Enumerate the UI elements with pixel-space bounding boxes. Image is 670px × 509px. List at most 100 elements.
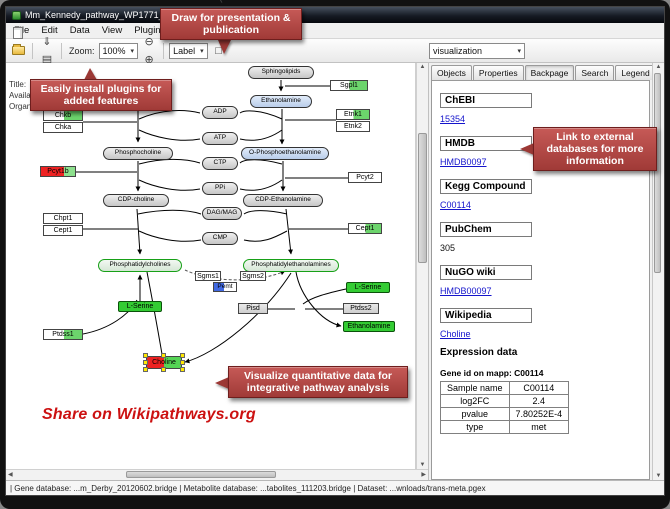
db-header-nugo-wiki: NuGO wiki — [440, 265, 532, 280]
scroll-left-icon[interactable]: ◀ — [8, 472, 13, 478]
node-sgms2[interactable]: Sgms2 — [240, 271, 266, 281]
copy-icon[interactable]: ▤ — [41, 54, 53, 66]
selection-handle[interactable] — [143, 359, 148, 365]
node-sphingolipids[interactable]: Sphingolipids — [248, 66, 314, 79]
label-dropdown[interactable]: Label▾ — [169, 42, 208, 59]
node-ptdss1[interactable]: Ptdss1 — [43, 329, 83, 340]
zoom-out-icon[interactable]: ⊖ — [144, 36, 154, 48]
open-file-icon[interactable] — [9, 42, 27, 60]
open-file-icon — [11, 44, 25, 55]
new-file-icon — [13, 26, 23, 39]
line-tool-icon[interactable]: ╲ — [210, 0, 228, 6]
node-cmp[interactable]: CMP — [202, 232, 238, 245]
node-l-serine[interactable]: L-Serine — [118, 301, 162, 312]
callout-draw: Draw for presentation & publication — [160, 8, 302, 40]
visualization-combobox[interactable]: visualization▾ — [429, 42, 525, 59]
pathway-edges — [76, 80, 348, 364]
menu-plugins[interactable]: Plugins — [134, 25, 166, 36]
selection-handle[interactable] — [180, 353, 185, 358]
selection-handle[interactable] — [180, 367, 185, 372]
node-o-phosphoethanolamine[interactable]: O-Phosphoethanolamine — [241, 147, 329, 160]
node-cdp-ethanolamine[interactable]: CDP-Ethanolamine — [243, 194, 323, 207]
menu-view[interactable]: View — [101, 25, 123, 36]
expr-cell: Sample name — [440, 381, 510, 395]
expr-cell: log2FC — [440, 394, 510, 408]
node-cept1[interactable]: Cept1 — [348, 223, 382, 234]
node-ctp[interactable]: CTP — [202, 157, 238, 170]
node-choline[interactable]: Choline — [143, 353, 185, 372]
node-l-serine[interactable]: L-Serine — [346, 282, 390, 293]
chevron-down-icon: ▾ — [517, 47, 521, 55]
node-ppi[interactable]: PPi — [202, 182, 238, 195]
node-pcyt2[interactable]: Pcyt2 — [348, 172, 382, 183]
menu-data[interactable]: Data — [69, 25, 90, 36]
node-dag-mag[interactable]: DAG/MAG — [202, 207, 242, 220]
db-value-chebi[interactable]: 15354 — [440, 114, 466, 124]
canvas-horizontal-scrollbar[interactable]: ◀ ▶ — [6, 469, 428, 480]
db-value-hmdb[interactable]: HMDB0097 — [440, 157, 487, 167]
zoom-in-icon[interactable]: ⊕ — [144, 54, 154, 66]
node-chka[interactable]: Chka — [43, 122, 83, 133]
zoom-combobox[interactable]: 100%▾ — [98, 42, 139, 59]
node-phosphatidylcholines[interactable]: Phosphatidylcholines — [98, 259, 182, 272]
selection-handle[interactable] — [143, 353, 148, 358]
node-cept1[interactable]: Cept1 — [43, 225, 83, 236]
node-pcyt1b[interactable]: Pcyt1b — [40, 166, 76, 177]
callout-link: Link to external databases for more info… — [533, 127, 657, 171]
node-sgms1[interactable]: Sgms1 — [195, 271, 221, 281]
db-header-kegg-compound: Kegg Compound — [440, 179, 532, 194]
node-etnk2[interactable]: Etnk2 — [336, 121, 370, 132]
menu-bar: FileEditDataViewPluginsHelp — [6, 23, 664, 39]
tab-objects[interactable]: Objects — [431, 65, 472, 80]
scroll-down-icon[interactable]: ▼ — [655, 473, 662, 479]
tab-backpage[interactable]: Backpage — [524, 65, 575, 80]
scroll-up-icon[interactable]: ▲ — [419, 64, 426, 70]
node-etnk1[interactable]: Etnk1 — [336, 109, 370, 120]
tab-search[interactable]: Search — [575, 65, 615, 80]
node-chkb[interactable]: Chkb — [43, 110, 83, 121]
sidebar-scrollbar[interactable]: ▲ ▼ — [652, 63, 664, 480]
title-bar[interactable]: Mm_Kennedy_pathway_WP1771_45176.gpml — [6, 7, 664, 23]
node-phosphatidylethanolamines[interactable]: Phosphatidylethanolamines — [243, 259, 339, 272]
node-ptdss2[interactable]: Ptdss2 — [343, 303, 379, 314]
export-icon[interactable]: ⇓ — [42, 36, 52, 48]
scroll-up-icon[interactable]: ▲ — [655, 64, 662, 70]
selection-handle[interactable] — [143, 367, 148, 372]
selection-handle[interactable] — [161, 367, 166, 372]
db-header-pubchem: PubChem — [440, 222, 532, 237]
db-value-kegg-compound[interactable]: C00114 — [440, 200, 471, 210]
node-atp[interactable]: ATP — [202, 132, 238, 145]
callout-link-pointer — [520, 143, 534, 155]
db-value-wikipedia[interactable]: Choline — [440, 329, 471, 339]
expression-data-title: Expression data — [440, 347, 518, 358]
scroll-right-icon[interactable]: ▶ — [421, 472, 426, 478]
db-value-nugo-wiki[interactable]: HMDB00097 — [440, 286, 492, 296]
tab-properties[interactable]: Properties — [472, 65, 524, 80]
tab-legend[interactable]: Legend — [615, 65, 656, 80]
node-sgpl1[interactable]: Sgpl1 — [330, 80, 368, 91]
chevron-down-icon: ▾ — [200, 47, 204, 55]
node-pemt[interactable]: Pemt — [213, 282, 237, 292]
selection-handle[interactable] — [180, 359, 185, 365]
scroll-down-icon[interactable]: ▼ — [419, 462, 426, 468]
status-text: | Gene database: ...m_Derby_20120602.bri… — [10, 483, 486, 493]
node-pisd[interactable]: Pisd — [238, 303, 268, 314]
selection-handle[interactable] — [161, 353, 166, 358]
node-phosphocholine[interactable]: Phosphocholine — [103, 147, 173, 160]
node-ethanolamine[interactable]: Ethanolamine — [343, 321, 395, 332]
expr-cell: met — [508, 420, 570, 434]
node-ethanolamine[interactable]: Ethanolamine — [250, 95, 312, 108]
canvas-vertical-scrollbar[interactable]: ▲ ▼ — [416, 63, 428, 469]
node-adp[interactable]: ADP — [202, 106, 238, 119]
menu-edit[interactable]: Edit — [41, 25, 58, 36]
node-cdp-choline[interactable]: CDP-choline — [103, 194, 169, 207]
node-chpt1[interactable]: Chpt1 — [43, 213, 83, 224]
app-icon — [12, 10, 21, 20]
new-file-icon[interactable] — [9, 24, 27, 42]
